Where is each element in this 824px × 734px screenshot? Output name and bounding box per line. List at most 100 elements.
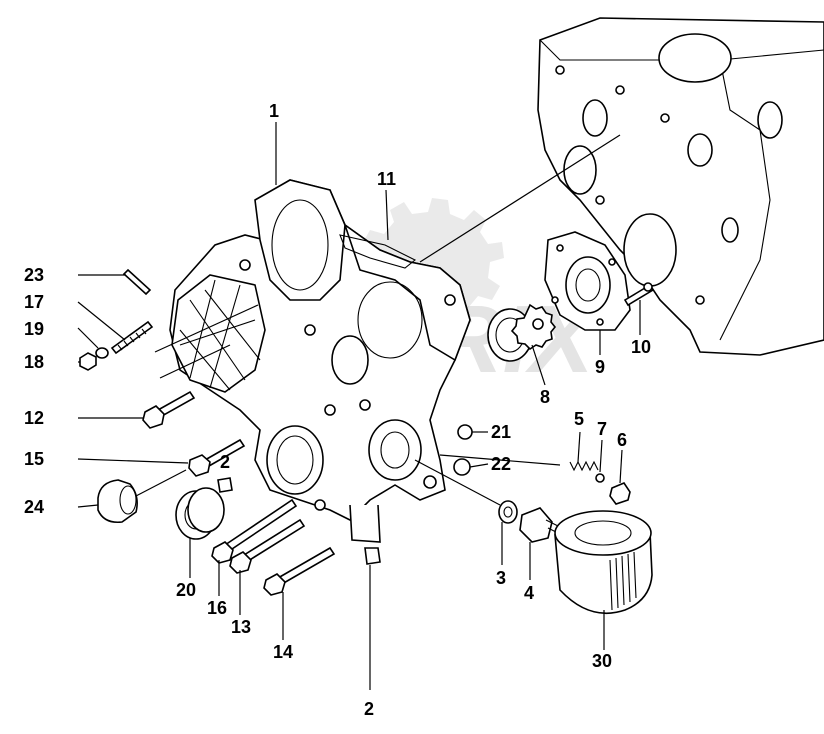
housing-cam-opening xyxy=(357,281,423,359)
leader-22 xyxy=(469,463,489,468)
plug-24-face xyxy=(119,485,137,515)
block-hole-2 xyxy=(615,85,625,95)
block-bore-7 xyxy=(721,217,739,243)
leader-6 xyxy=(619,449,623,484)
housing-seal-bore xyxy=(266,425,324,495)
o-ring-21 xyxy=(457,424,473,440)
leader-housing-axis-2 xyxy=(159,344,231,379)
bolt-15-head xyxy=(188,454,211,477)
housing-flange-top xyxy=(343,222,471,362)
relief-ball-7 xyxy=(595,473,605,483)
leader-19 xyxy=(77,327,99,349)
bolt-12-head xyxy=(142,405,165,429)
leader-lines xyxy=(77,122,641,690)
gear-cover-opening xyxy=(271,199,329,291)
leader-15 xyxy=(77,458,189,464)
plug-24 xyxy=(97,479,138,524)
stud-23 xyxy=(122,268,152,296)
leader-housing-axis xyxy=(154,304,259,353)
relief-valve xyxy=(569,460,631,505)
callout-23: 23 xyxy=(24,265,45,285)
pump-cover-hole-2 xyxy=(608,258,616,266)
housing-boss-6 xyxy=(423,475,437,489)
callout-20: 20 xyxy=(176,580,197,600)
callout-2-lower: 2 xyxy=(364,699,375,719)
callout-7: 7 xyxy=(597,419,608,439)
block-hole-4 xyxy=(595,195,605,205)
washer-19 xyxy=(95,347,109,359)
housing-center-bore xyxy=(331,335,369,385)
filter-top xyxy=(554,510,652,556)
callout-5: 5 xyxy=(574,409,585,429)
leader-5 xyxy=(577,431,581,463)
bolt-16-head xyxy=(211,541,234,564)
pump-inner-rotor-hub xyxy=(532,318,544,330)
fasteners-left xyxy=(79,268,381,596)
oil-pump-assembly xyxy=(487,231,655,362)
callout-17: 17 xyxy=(24,292,45,312)
o-ring-22 xyxy=(453,458,471,476)
engine-block-edge-2 xyxy=(719,59,771,341)
stud-17-thread xyxy=(117,328,147,351)
relief-spring-5 xyxy=(569,460,599,472)
callout-3: 3 xyxy=(496,568,507,588)
gasket-11 xyxy=(339,234,417,269)
callout-2-upper: 2 xyxy=(220,452,231,472)
callout-15: 15 xyxy=(24,449,45,469)
housing-boss-1 xyxy=(239,259,251,271)
callout-30: 30 xyxy=(592,651,613,671)
pump-cover-hole-4 xyxy=(551,296,559,304)
drain-plug-2 xyxy=(364,547,381,565)
pump-cover-bore xyxy=(565,256,611,314)
housing-boss-2 xyxy=(304,324,316,336)
housing-boss-5 xyxy=(314,499,326,511)
engine-block-edge xyxy=(539,39,824,61)
housing-boss-3 xyxy=(324,404,336,416)
callout-24: 24 xyxy=(24,497,45,517)
leader-valve-line xyxy=(439,454,561,466)
callout-21: 21 xyxy=(491,422,512,442)
housing-boss-4 xyxy=(359,399,371,411)
callout-18: 18 xyxy=(24,352,45,372)
housing-pump-bore xyxy=(368,419,422,481)
bolt-13-head xyxy=(229,551,252,574)
callout-9: 9 xyxy=(595,357,606,377)
gear-cover-plate xyxy=(254,179,346,301)
leader-17 xyxy=(77,301,126,341)
filter-top-inner xyxy=(574,520,632,546)
fan-guard xyxy=(171,274,266,393)
callout-8: 8 xyxy=(540,387,551,407)
pump-cover-hole-3 xyxy=(596,318,604,326)
callout-14: 14 xyxy=(273,642,294,662)
housing-boss-7 xyxy=(444,294,456,306)
callout-12: 12 xyxy=(24,408,45,428)
leader-pump-shaft xyxy=(419,134,621,263)
callout-13: 13 xyxy=(231,617,252,637)
pump-cover-bore-inner xyxy=(575,268,601,302)
pump-cover-bolt-head xyxy=(643,282,653,292)
nut-18 xyxy=(79,352,97,371)
pump-cover-hole-1 xyxy=(556,244,564,252)
leader-24 xyxy=(77,504,99,508)
block-bore-4 xyxy=(623,213,677,287)
block-hole-5 xyxy=(695,295,705,305)
engine-block xyxy=(537,17,824,356)
callout-11: 11 xyxy=(377,169,397,189)
oil-filter xyxy=(554,510,653,614)
seal-20-back xyxy=(187,487,225,533)
leader-24-axis xyxy=(135,469,187,497)
callout-4: 4 xyxy=(524,583,535,603)
fan-guard-ribs xyxy=(179,279,261,391)
leader-7 xyxy=(599,439,603,473)
washer-3 xyxy=(498,500,518,524)
washer-3-inner xyxy=(503,506,513,518)
bolt-16 xyxy=(223,498,298,553)
leader-8 xyxy=(531,344,546,386)
block-bore-2 xyxy=(582,99,608,137)
leader-oil-line xyxy=(414,459,501,506)
nipple-4 xyxy=(519,507,553,543)
filter-ribs xyxy=(609,551,637,611)
block-bore-1 xyxy=(658,33,732,83)
callout-19: 19 xyxy=(24,319,45,339)
